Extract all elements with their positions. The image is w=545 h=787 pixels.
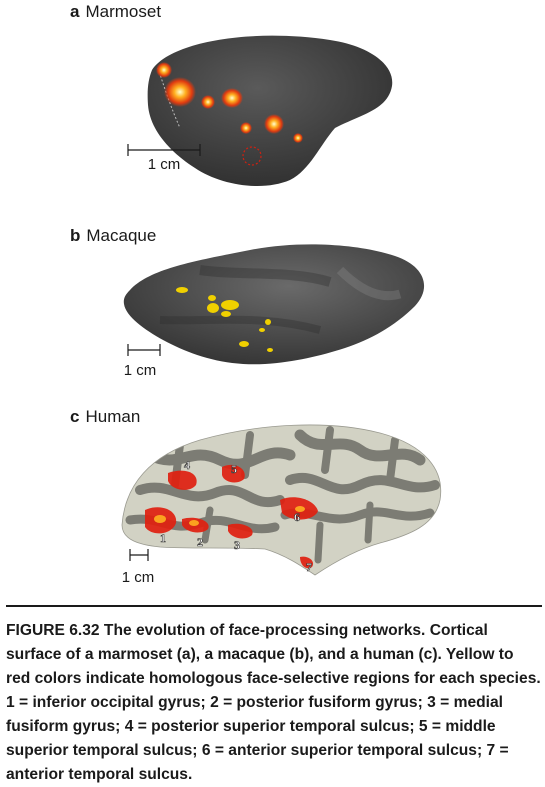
marmoset-activation [264, 114, 284, 134]
panel-c-name: Human [85, 407, 141, 426]
figure-caption-title: FIGURE 6.32 The evolution of face-proces… [6, 622, 426, 639]
marmoset-scale-label: 1 cm [148, 156, 181, 173]
panel-a-label: a Marmoset [70, 2, 161, 22]
panel-b-name: Macaque [86, 226, 157, 245]
marmoset-activation [201, 95, 215, 109]
marmoset-scale-bar: 1 cm [127, 144, 201, 173]
marmoset-activation [221, 88, 243, 108]
macaque-scale-bar: 1 cm [124, 344, 161, 379]
marmoset-dashed-circle [242, 146, 262, 166]
marmoset-activation [164, 77, 196, 107]
region-label-7: 7 [306, 560, 312, 574]
human-scale-bar: 1 cm [122, 549, 155, 586]
macaque-activations [176, 287, 273, 352]
region-label-6: 6 [294, 510, 300, 524]
region-label-1: 1 [160, 531, 166, 545]
panel-b-label: b Macaque [70, 226, 156, 246]
human-region-numbers: 1 2 3 4 5 6 7 [160, 458, 313, 575]
macaque-sulcus [336, 266, 402, 301]
macaque-brain-figure: 1 cm [123, 244, 425, 379]
macaque-cortex [123, 244, 425, 365]
panel-a-name: Marmoset [85, 2, 162, 21]
human-activation-highlights [154, 506, 305, 526]
panel-b-letter: b [70, 226, 81, 245]
figure-caption-body: Cortical surface of a marmoset (a), a ma… [6, 622, 541, 783]
macaque-sulcus [199, 265, 332, 287]
human-scale-label: 1 cm [122, 569, 155, 586]
panel-a-letter: a [70, 2, 80, 21]
region-label-3: 3 [234, 538, 240, 552]
region-label-2: 2 [197, 535, 203, 549]
marmoset-cortex [147, 35, 393, 187]
region-label-5: 5 [231, 462, 237, 476]
marmoset-brain-figure: 1 cm [127, 35, 393, 187]
region-label-4: 4 [184, 458, 190, 472]
figure-caption: FIGURE 6.32 The evolution of face-proces… [6, 605, 542, 787]
human-brain-figure: 1 2 3 4 5 6 7 1 cm [121, 424, 442, 586]
panel-c-letter: c [70, 407, 80, 426]
panel-c-label: c Human [70, 407, 140, 427]
marmoset-activation [293, 133, 303, 143]
marmoset-activation [240, 122, 252, 134]
macaque-scale-label: 1 cm [124, 362, 157, 379]
macaque-sulcus [159, 315, 322, 334]
marmoset-activation [156, 62, 172, 78]
